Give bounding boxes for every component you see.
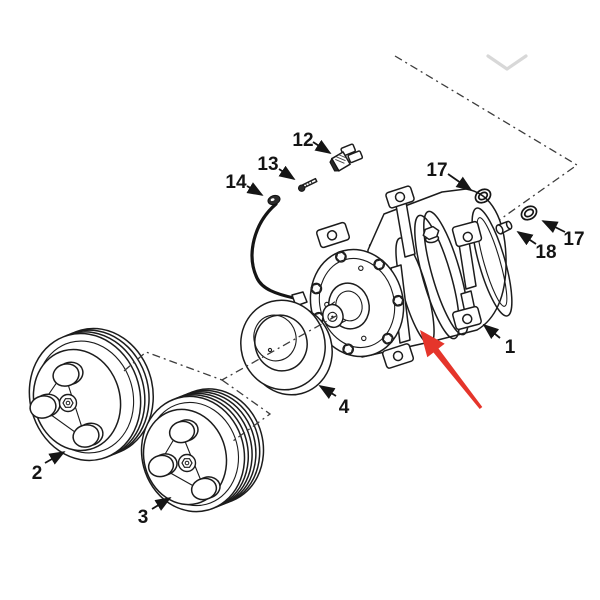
pulley-3-hub-nut xyxy=(177,453,197,473)
compressor-illustration xyxy=(309,185,513,369)
compressor-front-plate xyxy=(309,248,406,358)
callout-label-2: 2 xyxy=(32,463,43,484)
callout-arrow-4 xyxy=(318,385,337,399)
callout-arrow-17a xyxy=(447,173,473,192)
shaft-centerline xyxy=(123,315,337,381)
mounting-ear xyxy=(451,220,483,248)
mounting-ear xyxy=(381,343,415,369)
body-hex-fitting xyxy=(422,225,440,244)
callout-label-17a: 17 xyxy=(426,160,447,181)
mounting-ear xyxy=(452,305,482,331)
callout-label-3: 3 xyxy=(138,507,149,528)
callout-arrow-2 xyxy=(44,451,66,465)
callout-label-4: 4 xyxy=(339,397,350,418)
callout-label-13: 13 xyxy=(257,154,278,175)
clutch-coil-illustration xyxy=(240,202,333,396)
screw-13-illustration xyxy=(297,177,318,192)
callout-arrow-18 xyxy=(516,231,537,246)
pulley-3-bosses xyxy=(147,419,221,501)
callout-label-12: 12 xyxy=(292,130,313,151)
coil-lead-wire xyxy=(250,202,296,300)
callout-label-14: 14 xyxy=(225,172,247,193)
callout-label-18: 18 xyxy=(535,242,556,263)
pulley-3-illustration xyxy=(140,388,265,513)
callouts: 1 2 3 4 12 13 14 17 17 18 xyxy=(32,130,585,528)
alternate-pulley-centerline xyxy=(221,379,272,442)
callout-arrow-12 xyxy=(312,139,332,154)
pulley-2-hub-nut xyxy=(58,393,78,413)
callout-label-1: 1 xyxy=(505,337,516,358)
red-highlight-arrow xyxy=(420,330,483,409)
o-ring-17-rear xyxy=(520,205,538,221)
mounting-ear xyxy=(385,185,415,209)
pulley-2-illustration xyxy=(28,327,154,462)
callout-arrow-17b xyxy=(541,220,566,234)
mounting-ear xyxy=(315,221,351,249)
callout-arrow-13 xyxy=(278,165,296,180)
terminal-14-illustration xyxy=(267,194,281,206)
callout-arrow-1 xyxy=(482,323,501,339)
callout-label-17b: 17 xyxy=(563,229,584,250)
callout-arrow-14 xyxy=(246,182,264,196)
connector-12-illustration xyxy=(329,143,364,172)
plug-18-illustration xyxy=(495,220,513,235)
callout-arrow-3 xyxy=(151,497,172,511)
pulley-2-bosses xyxy=(29,361,104,448)
chevron-down-icon[interactable] xyxy=(486,54,528,71)
o-ring-17-front xyxy=(474,188,492,204)
